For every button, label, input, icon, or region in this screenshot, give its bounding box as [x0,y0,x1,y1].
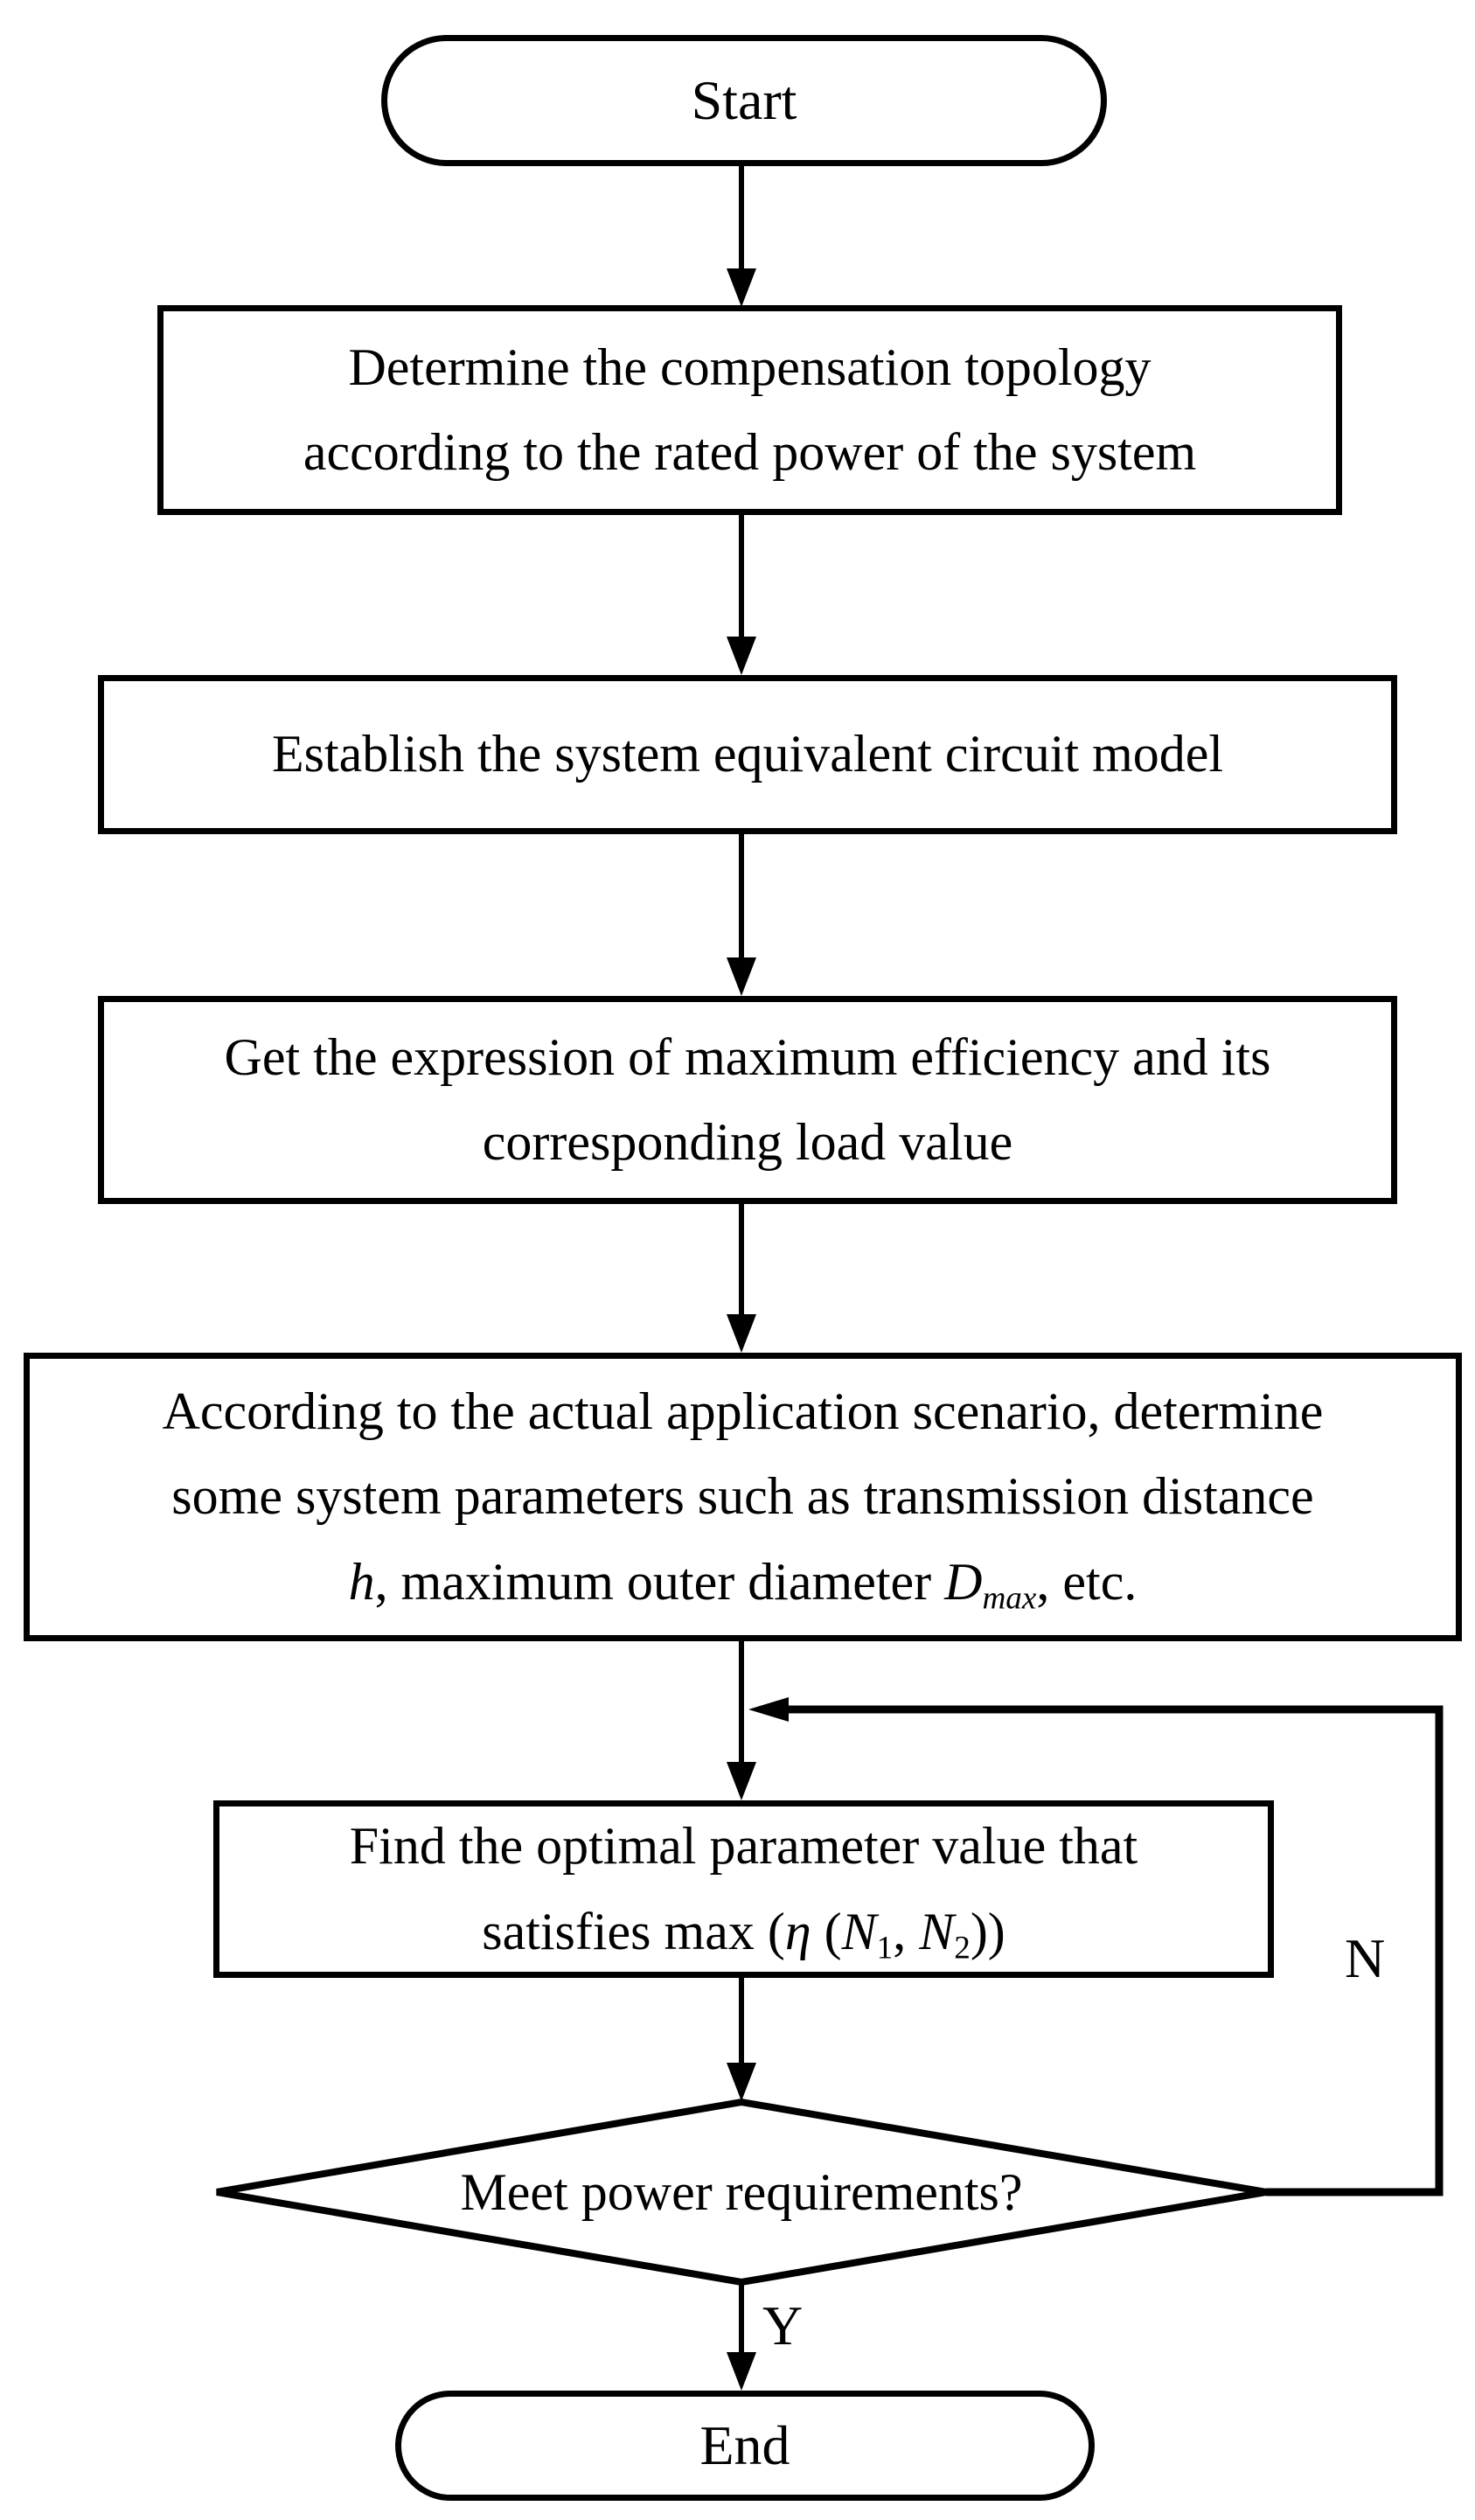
node-determine-topology-line1: Determine the compensation topology [348,338,1151,396]
node-decision-label: Meet power requirements? [460,2162,1023,2221]
edge-label-no: N [1345,1927,1386,1989]
math-sub-max: max [982,1580,1037,1616]
node-establish-circuit-model-line1: Establish the system equivalent circuit … [271,725,1224,783]
node-start: Start [381,35,1107,166]
math-var-D: D [944,1552,983,1611]
arrow-step2-to-step3 [727,832,756,996]
node-determine-parameters: According to the actual application scen… [24,1353,1462,1641]
node-determine-parameters-line1: According to the actual application scen… [162,1382,1324,1441]
node-end: End [395,2391,1095,2501]
node-establish-circuit-model: Establish the system equivalent circuit … [98,675,1397,834]
arrow-step1-to-step2 [727,513,756,675]
line3-text-b: , etc. [1036,1552,1138,1611]
node-find-optimal-parameter-line1: Find the optimal parameter value that [349,1817,1138,1876]
node-determine-parameters-line3: h, maximum outer diameter Dmax, etc. [349,1540,1138,1625]
line2-text-d: )) [970,1902,1005,1960]
line2-text-b: ( [811,1902,842,1960]
node-max-efficiency-expression: Get the expression of maximum efficiency… [98,996,1397,1204]
node-find-optimal-parameter: Find the optimal parameter value that sa… [213,1800,1274,1978]
line2-text-a: satisfies max ( [482,1902,785,1960]
arrow-step4-to-step5 [727,1639,756,1800]
line3-text-a: , maximum outer diameter [374,1552,945,1611]
node-max-efficiency-expression-line1: Get the expression of maximum efficiency… [224,1027,1271,1086]
feedback-loop-path [748,1697,1444,2196]
math-sub-1: 1 [876,1929,894,1966]
edge-label-yes: Y [762,2294,804,2356]
math-var-N1: N [841,1902,877,1960]
arrow-decision-to-end [727,2282,756,2391]
math-sub-2: 2 [954,1929,971,1966]
math-var-N2: N [919,1902,955,1960]
node-determine-parameters-line2: some system parameters such as transmiss… [171,1467,1314,1526]
math-var-h: h [348,1552,375,1611]
node-find-optimal-parameter-line2: satisfies max (η (N1, N2)) [482,1890,1005,1974]
node-end-label: End [699,2414,790,2476]
node-max-efficiency-expression-line2: corresponding load value [482,1113,1013,1171]
arrow-step3-to-step4 [727,1202,756,1353]
arrow-start-to-step1 [727,164,756,307]
line2-text-c: , [893,1902,920,1960]
node-determine-topology-line2: according to the rated power of the syst… [303,423,1197,481]
math-var-eta: η [784,1902,811,1960]
node-start-label: Start [691,69,797,131]
arrow-step5-to-decision [727,1976,756,2101]
node-determine-topology: Determine the compensation topology acco… [157,305,1342,515]
